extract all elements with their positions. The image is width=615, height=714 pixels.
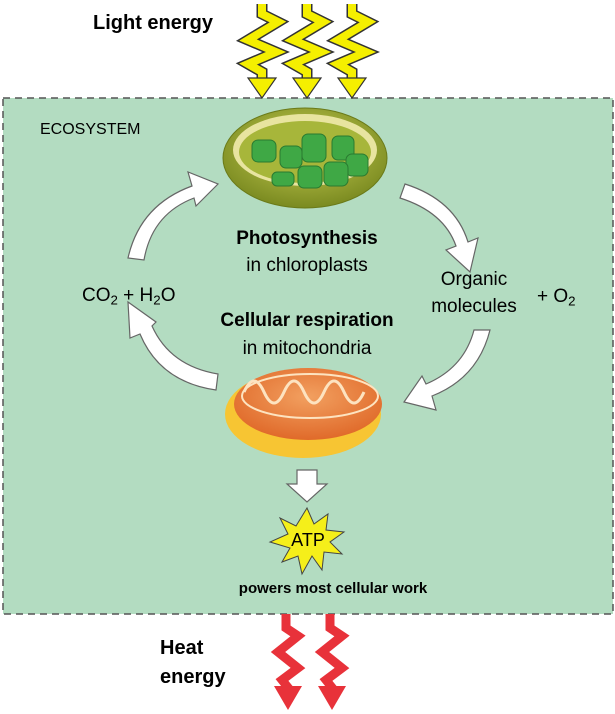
o2-text: + O — [537, 286, 569, 307]
ecosystem-label: ECOSYSTEM — [40, 121, 141, 138]
chloroplast-illustration — [222, 107, 388, 209]
powers-work-label: powers most cellular work — [238, 580, 428, 597]
light-energy-label: Light energy — [93, 12, 214, 34]
o2-label: + O2 — [537, 287, 576, 308]
photosynthesis-label: Photosynthesis — [236, 228, 378, 249]
lightning-bolt-icon — [235, 4, 290, 100]
heat-bolt-icon — [318, 614, 346, 710]
heat-energy-bolts — [270, 614, 346, 710]
atp-label: ATP — [291, 530, 325, 550]
energy-label: energy — [160, 666, 226, 688]
atp-starburst — [268, 506, 346, 576]
in-mitochondria-label: in mitochondria — [242, 338, 372, 359]
heat-label: Heat — [160, 637, 204, 659]
h2-subscript: 2 — [153, 292, 161, 308]
co-text: CO — [82, 285, 111, 306]
co2-h2o-label: CO2 + H2O — [82, 286, 175, 307]
arrow-to-photosynthesis-icon — [127, 170, 220, 261]
heat-bolt-icon — [270, 614, 306, 710]
arrow-to-respiration-icon — [403, 329, 491, 411]
light-energy-bolts — [235, 4, 368, 100]
arrow-to-co2-icon — [127, 300, 219, 391]
h-text: + H — [117, 285, 154, 306]
lightning-bolt-icon — [338, 4, 368, 98]
lightning-bolt-icon — [293, 4, 323, 98]
organic-label: Organic — [440, 269, 508, 290]
cycle-arrows — [127, 170, 491, 503]
cellular-respiration-label: Cellular respiration — [220, 310, 394, 331]
o2-subscript: 2 — [568, 293, 576, 309]
co2-subscript: 2 — [110, 292, 118, 308]
down-arrow-icon — [285, 469, 329, 503]
arrow-to-organic-icon — [399, 183, 479, 274]
o-text: O — [160, 285, 176, 306]
molecules-label: molecules — [431, 296, 517, 317]
in-chloroplasts-label: in chloroplasts — [246, 255, 368, 276]
mitochondrion-illustration — [225, 368, 382, 458]
